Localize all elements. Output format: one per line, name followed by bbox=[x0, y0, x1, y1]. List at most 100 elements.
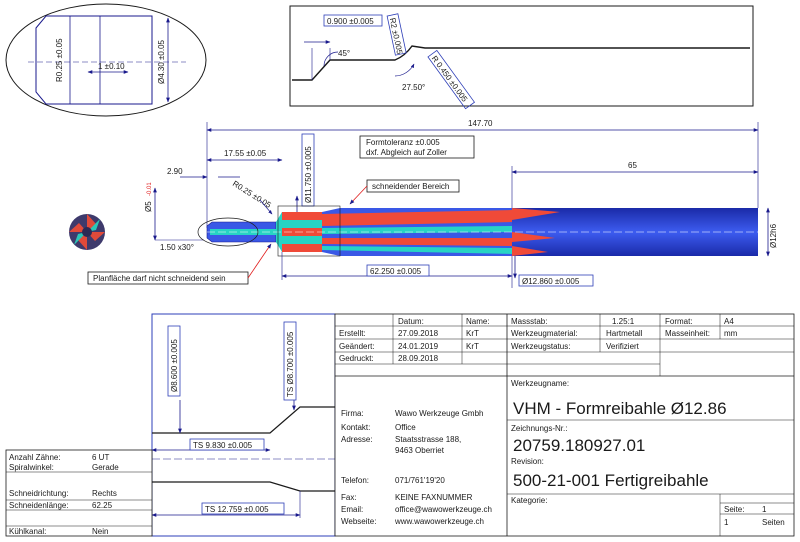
adresse-label: Adresse: bbox=[341, 435, 373, 444]
firma-value: Wawo Werkzeuge Gmbh bbox=[395, 409, 483, 418]
len-62-box bbox=[366, 264, 430, 277]
len-12759-label: TS 12.759 ±0.005 bbox=[205, 505, 269, 514]
fax-value: KEINE FAXNUMMER bbox=[395, 493, 473, 502]
hdr-massstab: Massstab: bbox=[511, 317, 547, 326]
properties-row: Anzahl Zähne: 6 UT bbox=[9, 453, 109, 462]
len-9830-label: TS 9.830 ±0.005 bbox=[193, 441, 253, 450]
lower-detail-box: Ø8.600 ±0.005 TS Ø8.700 ±0.005 TS 9.830 … bbox=[151, 313, 336, 537]
prop-value: Nein bbox=[92, 527, 108, 536]
properties-row: Spiralwinkel: Gerade bbox=[9, 463, 119, 472]
len-12759-box bbox=[201, 502, 285, 515]
len-290-label: 2.90 bbox=[167, 167, 183, 176]
prop-value: 62.25 bbox=[92, 501, 113, 510]
revision-label: Revision: bbox=[511, 457, 544, 466]
len-62-label: 62.250 ±0.005 bbox=[370, 267, 422, 276]
fax-label: Fax: bbox=[341, 493, 357, 502]
tolerance-note-box bbox=[359, 135, 475, 159]
dia-11-label: Ø11.750 ±0.005 bbox=[304, 146, 313, 203]
prop-label: Spiralwinkel: bbox=[9, 463, 54, 472]
seiten-label: Seiten bbox=[762, 518, 785, 527]
format-value: A4 bbox=[724, 317, 734, 326]
revision-value: 500-21-001 Fertigreibahle bbox=[513, 471, 709, 490]
zeichnungsnr-value: 20759.180927.01 bbox=[513, 436, 645, 455]
gedruckt-date: 28.09.2018 bbox=[398, 354, 439, 363]
hdr-datum: Datum: bbox=[398, 317, 424, 326]
kontakt-value: Office bbox=[395, 423, 416, 432]
properties-table: Anzahl Zähne: 6 UT Spiralwinkel: Gerade … bbox=[5, 449, 153, 537]
masseinheit-label: Masseinheit: bbox=[665, 329, 710, 338]
main-view: 147.70 17.55 ±0.05 2.90 Ø5 -0.01 1.50 x3… bbox=[69, 119, 778, 288]
lower-profile-bottom bbox=[152, 481, 335, 492]
detail-angle2-label: 27.50° bbox=[402, 83, 425, 92]
massstab-value: 1.25:1 bbox=[612, 317, 635, 326]
detail-box: 0.900 ±0.005 45° R2 ±0.005 R 0.450 ±0.00… bbox=[289, 5, 754, 110]
ellipse-radius-label: R0.25 ±0.05 bbox=[55, 38, 64, 82]
prop-label: Schneidenlänge: bbox=[9, 501, 69, 510]
webseite-value: www.wawowerkzeuge.ch bbox=[394, 517, 484, 526]
prop-label: Schneidrichtung: bbox=[9, 489, 69, 498]
werkzeugname-label: Werkzeugname: bbox=[511, 379, 569, 388]
seite-value: 1 bbox=[762, 505, 767, 514]
adresse-line1: Staatsstrasse 188, bbox=[395, 435, 461, 444]
hdr-format: Format: bbox=[665, 317, 693, 326]
dia-12860-box bbox=[518, 274, 594, 287]
dia-8600-box bbox=[167, 325, 181, 397]
hdr-name: Name: bbox=[466, 317, 490, 326]
properties-row: Schneidenlänge: 62.25 bbox=[9, 501, 113, 510]
chamfer-tip-label: 1.50 x30° bbox=[160, 243, 194, 252]
telefon-value: 071/761'19'20 bbox=[395, 476, 445, 485]
end-view bbox=[69, 214, 105, 250]
detail-radius1-box bbox=[386, 13, 407, 56]
lower-profile-top bbox=[152, 406, 335, 434]
overall-length-label: 147.70 bbox=[468, 119, 493, 128]
detail-profile bbox=[292, 45, 750, 81]
prop-label: Anzahl Zähne: bbox=[9, 453, 61, 462]
prop-value: 6 UT bbox=[92, 453, 109, 462]
dia-shank-label: Ø12h6 bbox=[769, 223, 778, 248]
erstellt-date: 27.09.2018 bbox=[398, 329, 439, 338]
erstellt-name: KrT bbox=[466, 329, 479, 338]
email-label: Email: bbox=[341, 505, 363, 514]
prop-value: Gerade bbox=[92, 463, 119, 472]
kontakt-label: Kontakt: bbox=[341, 423, 370, 432]
email-value: office@wawowerkzeuge.ch bbox=[395, 505, 492, 514]
tolerance-note-line1: Formtoleranz ±0.005 bbox=[366, 138, 440, 147]
seiten-count: 1 bbox=[724, 518, 729, 527]
dia-8700-label: TS Ø8.700 ±0.005 bbox=[286, 331, 295, 397]
geaendert-label: Geändert: bbox=[339, 342, 375, 351]
tolerance-note-line2: dxf. Abgleich auf Zoller bbox=[366, 148, 447, 157]
status-value: Verifiziert bbox=[606, 342, 640, 351]
detail-ellipse: R0.25 ±0.05 1 ±0.10 Ø4.30 ±0.05 bbox=[5, 3, 207, 117]
ellipse-diameter-label: Ø4.30 ±0.05 bbox=[157, 39, 166, 84]
prop-value: Rechts bbox=[92, 489, 117, 498]
firma-label: Firma: bbox=[341, 409, 364, 418]
detail-angle1-label: 45° bbox=[338, 49, 350, 58]
ellipse-length-label: 1 ±0.10 bbox=[98, 62, 125, 71]
detail-chamfer-label: 0.900 ±0.005 bbox=[327, 17, 374, 26]
dia-8600-label: Ø8.600 ±0.005 bbox=[170, 339, 179, 392]
properties-row: Schneidrichtung: Rechts bbox=[9, 489, 117, 498]
erstellt-label: Erstellt: bbox=[339, 329, 366, 338]
kategorie-label: Kategorie: bbox=[511, 496, 547, 505]
dia-12860-label: Ø12.860 ±0.005 bbox=[522, 277, 580, 286]
face-note-label: Planfläche darf nicht schneidend sein bbox=[93, 274, 226, 283]
len-9830-box bbox=[189, 438, 265, 451]
geaendert-name: KrT bbox=[466, 342, 479, 351]
detail-chamfer-box bbox=[323, 14, 383, 27]
material-label: Werkzeugmaterial: bbox=[511, 329, 578, 338]
material-value: Hartmetall bbox=[606, 329, 643, 338]
seite-label: Seite: bbox=[724, 505, 744, 514]
status-label: Werkzeugstatus: bbox=[511, 342, 570, 351]
dia-8700-box bbox=[283, 321, 297, 401]
masseinheit-value: mm bbox=[724, 329, 738, 338]
telefon-label: Telefon: bbox=[341, 476, 369, 485]
properties-row: Kühlkanal: Nein bbox=[9, 527, 108, 536]
len-17-label: 17.55 ±0.05 bbox=[224, 149, 267, 158]
title-block: Datum: Name: Massstab: 1.25:1 Format: A4… bbox=[334, 313, 795, 537]
dia-tip-label: Ø5 bbox=[144, 201, 153, 212]
ellipse-tip-profile bbox=[35, 15, 153, 105]
len-shank-label: 65 bbox=[628, 161, 637, 170]
dia-tip-tol-label: -0.01 bbox=[147, 182, 153, 196]
zeichnungsnr-label: Zeichnungs-Nr.: bbox=[511, 424, 567, 433]
